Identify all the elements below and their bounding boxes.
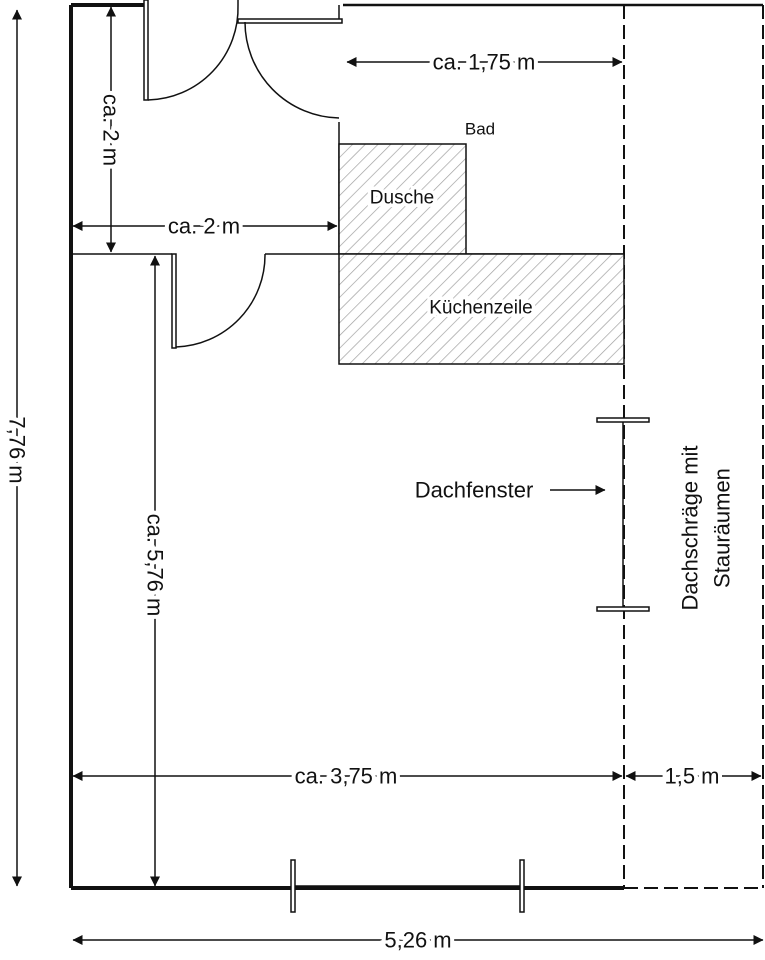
bathroom-label: Bad: [465, 120, 495, 139]
eaves-label-line2: Stauräumen: [710, 468, 735, 588]
room-door-swing: [175, 253, 266, 348]
dim-total-height-label: 7,76 m: [5, 416, 30, 483]
dim-room-width-label: ca. 3,75 m: [295, 764, 398, 789]
eaves-area: [623, 5, 764, 889]
skylight-bottom-bar: [596, 606, 650, 612]
window-symbol: [290, 859, 525, 913]
shower-label: Dusche: [370, 188, 434, 209]
window-right-post: [519, 859, 525, 913]
entrance-door: [143, 0, 239, 101]
skylight-label: Dachfenster: [415, 478, 534, 503]
door-jamb-top: [237, 18, 343, 24]
bathroom-door-swing: [244, 21, 340, 119]
kitchenette-label: Küchenzeile: [429, 298, 533, 319]
dimension-lines: [12, 6, 764, 945]
outer-walls: [69, 3, 763, 890]
entrance-door-leaf: [143, 0, 149, 101]
dim-room-height-label: ca. 5,76 m: [143, 514, 168, 617]
room-door: [171, 253, 266, 349]
room-door-leaf: [171, 253, 177, 349]
skylight-top-bar: [596, 417, 650, 423]
dim-total-width-label: 5,26 m: [384, 928, 451, 953]
eaves-label-line1: Dachschräge mit: [678, 445, 703, 610]
dim-hall-height-label: ca. 2 m: [99, 94, 124, 166]
bathroom-door: [244, 21, 340, 119]
entrance-door-swing: [147, 4, 239, 101]
room-labels: Bad Dusche Küchenzeile Dachfenster Dachs…: [366, 120, 735, 611]
dim-eaves-width-label: 1,5 m: [664, 764, 719, 789]
dim-hall-width-label: ca. 2 m: [168, 214, 240, 239]
shower-fixture: [338, 143, 467, 255]
window-left-post: [290, 859, 296, 913]
dim-bath-width-label: ca. 1,75 m: [433, 50, 536, 75]
skylight-symbol: [596, 417, 650, 612]
dimension-labels: 7,76 m 5,26 m ca. 1,75 m ca. 2 m ca. 2 m…: [1, 46, 724, 957]
kitchenette-fixture: [338, 253, 625, 365]
